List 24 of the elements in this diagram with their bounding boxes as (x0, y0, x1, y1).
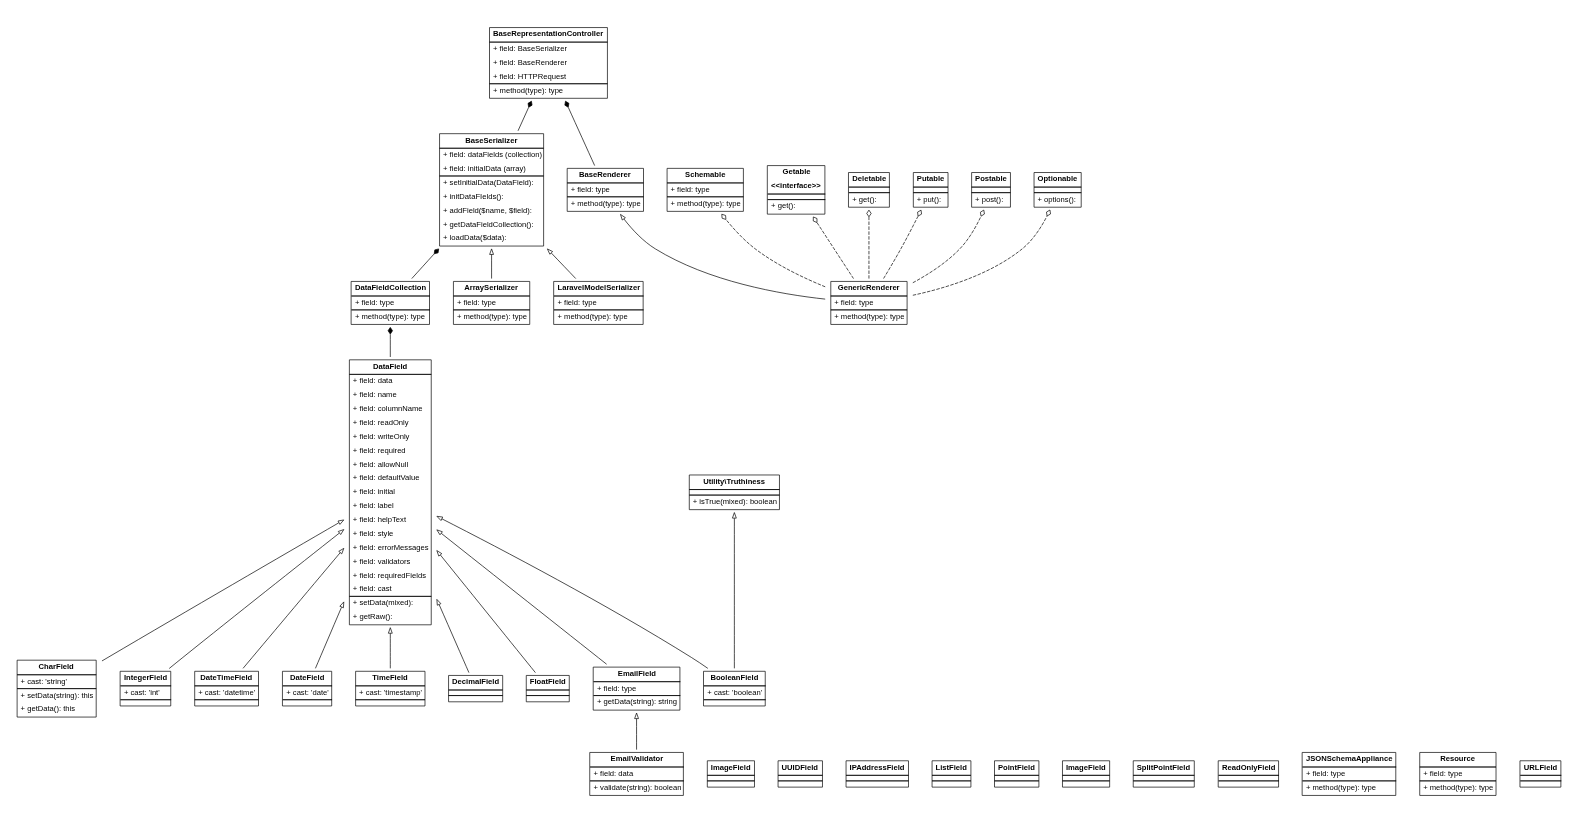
connector (866, 209, 872, 279)
arrow (489, 248, 494, 279)
connector (387, 326, 393, 357)
arrow (732, 511, 737, 669)
connector (517, 100, 533, 131)
arrow (436, 529, 607, 665)
arrow (168, 528, 345, 669)
connector (411, 248, 439, 279)
arrow (242, 547, 345, 669)
connector (564, 100, 595, 166)
connector (912, 209, 1051, 296)
arrow (436, 598, 470, 673)
arrow (436, 515, 709, 669)
arrow (634, 712, 639, 750)
arrow (436, 549, 536, 673)
arrow (388, 626, 393, 669)
connector (721, 213, 826, 287)
connector (912, 209, 985, 283)
arrow (547, 248, 577, 279)
connector (883, 209, 922, 279)
arrow (315, 601, 345, 669)
connector (812, 216, 854, 279)
arrow (620, 213, 826, 299)
arrow (101, 519, 345, 661)
